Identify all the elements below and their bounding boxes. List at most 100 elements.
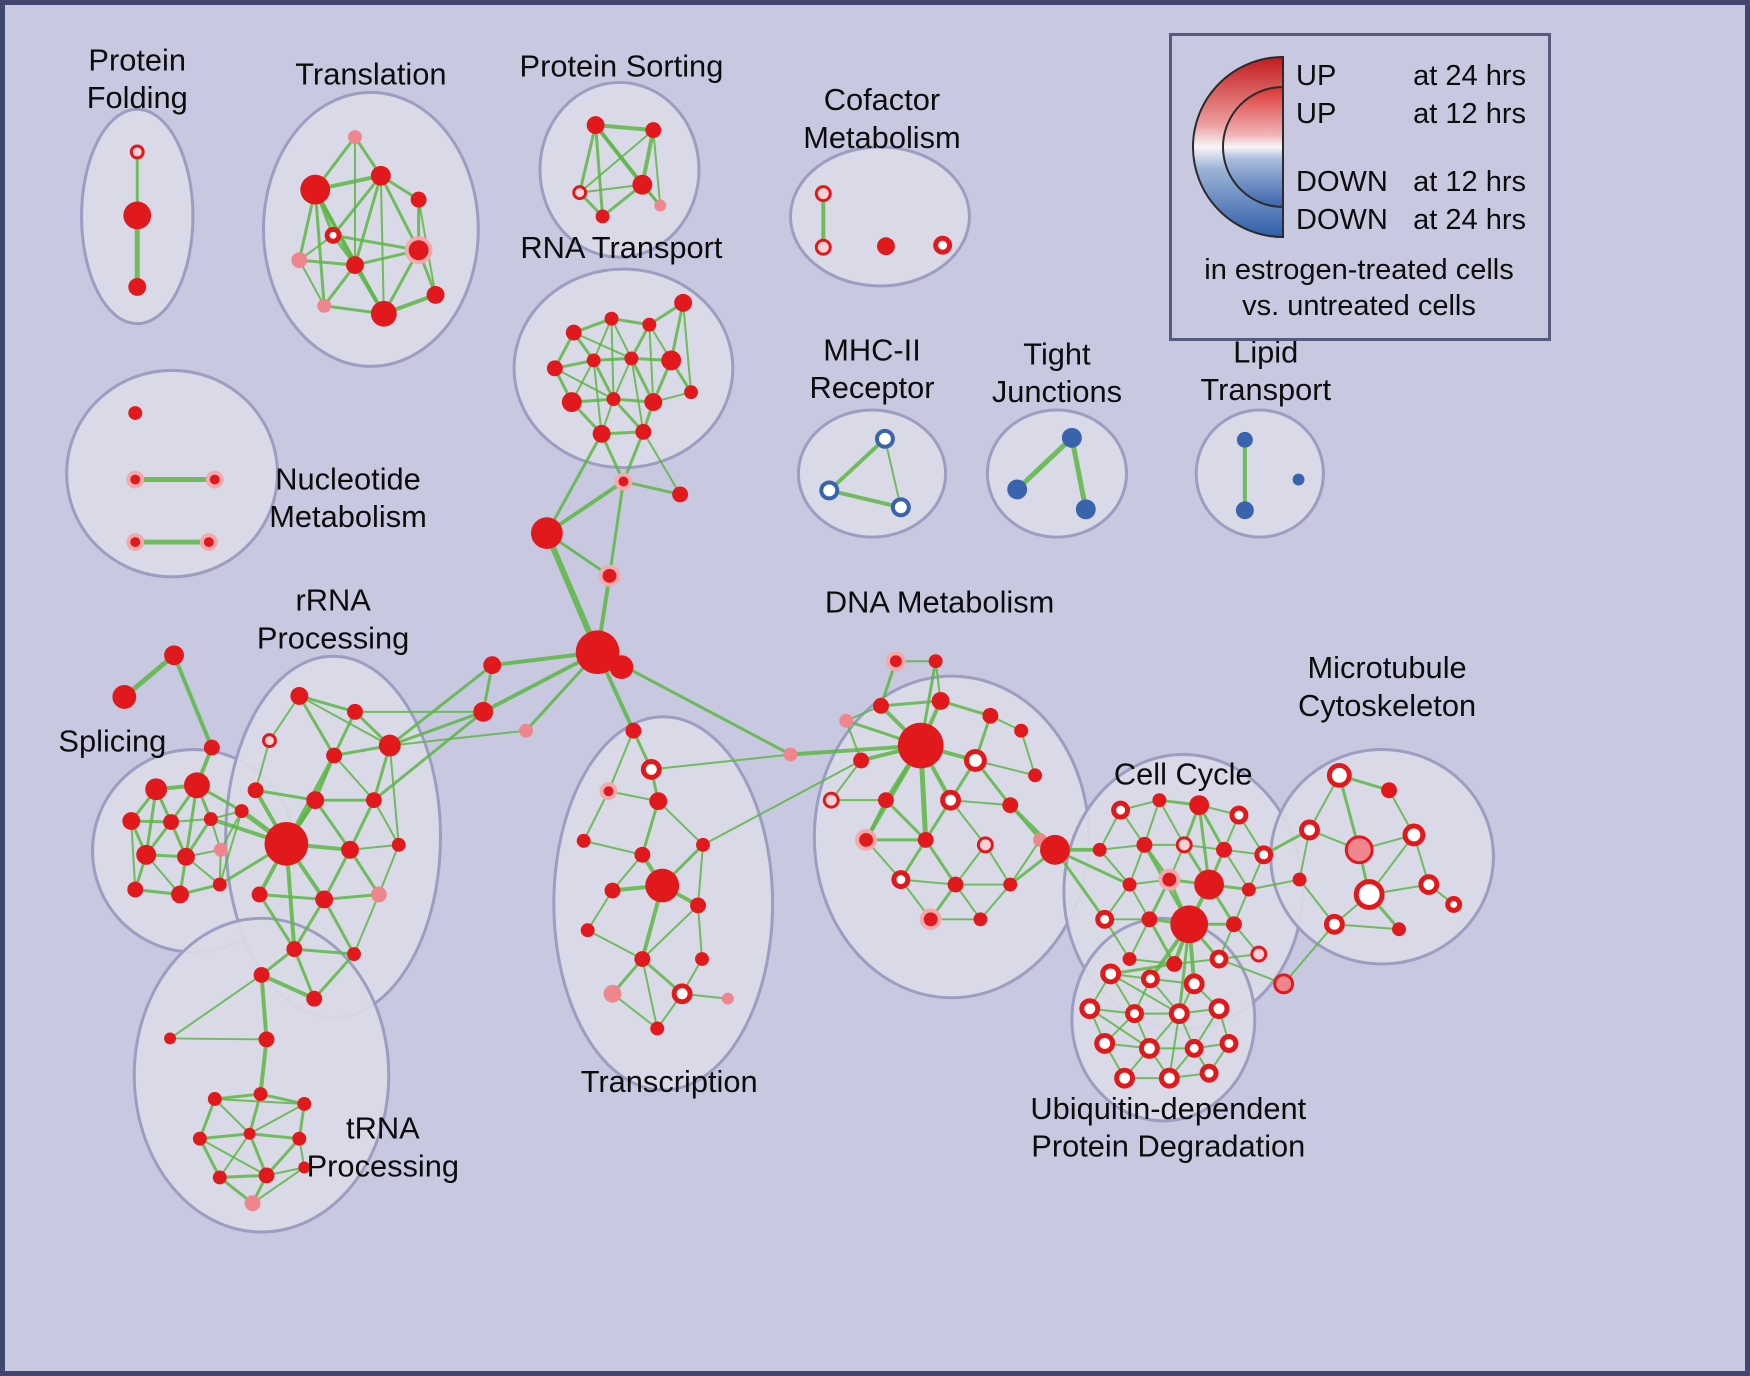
edge <box>388 663 494 748</box>
edge <box>218 1132 251 1179</box>
node <box>947 876 964 893</box>
cluster-label-spl: Splicing <box>58 724 166 759</box>
cluster-ellipse-mhc <box>796 408 948 539</box>
cluster-label-mhc: Receptor <box>810 370 935 405</box>
edge <box>1218 958 1285 985</box>
node <box>671 983 693 1005</box>
node <box>1028 768 1043 783</box>
edge <box>979 883 1012 921</box>
edge <box>313 798 352 852</box>
node <box>565 324 582 341</box>
cluster-label-trna: Processing <box>307 1148 459 1183</box>
node <box>1141 911 1158 928</box>
edge <box>322 848 352 901</box>
node <box>1183 973 1205 995</box>
node <box>298 1161 311 1174</box>
node <box>1079 998 1101 1020</box>
node <box>1122 877 1137 892</box>
edge <box>388 710 485 748</box>
node <box>203 739 220 756</box>
node <box>203 812 218 826</box>
edge <box>572 331 633 360</box>
node <box>347 703 363 720</box>
edge <box>298 694 391 747</box>
node <box>1095 909 1115 929</box>
legend-down24-time: at 24 hrs <box>1413 204 1526 236</box>
node <box>192 1131 207 1146</box>
node <box>645 868 680 903</box>
edge <box>697 904 703 961</box>
node <box>212 877 227 892</box>
updown-legend-glyph <box>1192 55 1284 239</box>
edge <box>218 810 243 886</box>
node <box>347 947 361 962</box>
edge <box>1020 729 1037 777</box>
node <box>297 1097 312 1111</box>
edge <box>259 1092 306 1106</box>
edge <box>219 810 243 851</box>
node <box>603 984 622 1003</box>
node <box>1229 805 1249 825</box>
cluster-label-cm: Cofactor <box>824 82 940 117</box>
node <box>315 890 334 909</box>
node <box>1292 473 1305 486</box>
node <box>164 645 184 666</box>
node <box>855 828 877 851</box>
cluster-label-trna: tRNA <box>346 1111 420 1146</box>
cluster-label-tj: Junctions <box>992 374 1122 409</box>
node <box>122 812 141 830</box>
edge <box>592 317 613 362</box>
node <box>183 772 210 799</box>
node <box>199 533 218 552</box>
edge <box>879 699 943 708</box>
node <box>1235 501 1254 520</box>
edge <box>172 653 214 750</box>
node <box>370 165 391 186</box>
cluster-label-txn: Transcription <box>581 1064 758 1099</box>
edge <box>578 123 598 195</box>
node <box>324 226 342 244</box>
node <box>1040 834 1070 865</box>
node <box>891 870 911 890</box>
node <box>634 846 651 863</box>
legend-down12-time: at 12 hrs <box>1413 166 1526 198</box>
edge <box>292 947 356 956</box>
edge <box>1333 923 1400 931</box>
node <box>1168 1003 1190 1025</box>
node <box>1216 841 1232 858</box>
node <box>306 990 323 1007</box>
node <box>606 392 621 407</box>
edge <box>630 357 645 433</box>
node <box>609 655 634 680</box>
edge <box>297 694 357 714</box>
node <box>519 723 533 738</box>
node <box>1353 879 1385 910</box>
edge <box>388 744 400 846</box>
legend-down12-direction: DOWN <box>1296 166 1388 198</box>
edge <box>593 123 656 133</box>
node <box>839 713 854 728</box>
legend-note-line1: in estrogen-treated cells <box>1204 254 1514 286</box>
edge <box>248 1102 306 1135</box>
node <box>1166 956 1183 972</box>
edge <box>198 1097 217 1141</box>
node <box>365 792 382 809</box>
node <box>1273 973 1295 995</box>
node <box>1299 819 1320 841</box>
edge <box>682 301 693 394</box>
node <box>814 238 832 256</box>
edge <box>578 183 644 194</box>
cluster-label-rrna: rRNA <box>295 583 371 618</box>
edge <box>292 897 326 951</box>
cluster-label-cc: Cell Cycle <box>1114 756 1253 791</box>
node <box>822 791 840 809</box>
edge <box>592 359 603 435</box>
edge <box>312 952 356 1001</box>
legend-inner-ring <box>1222 85 1284 209</box>
node <box>1014 723 1029 738</box>
node <box>1003 877 1018 892</box>
node <box>1092 842 1107 857</box>
edge <box>610 317 633 360</box>
legend-up24-time: at 24 hrs <box>1413 60 1526 92</box>
